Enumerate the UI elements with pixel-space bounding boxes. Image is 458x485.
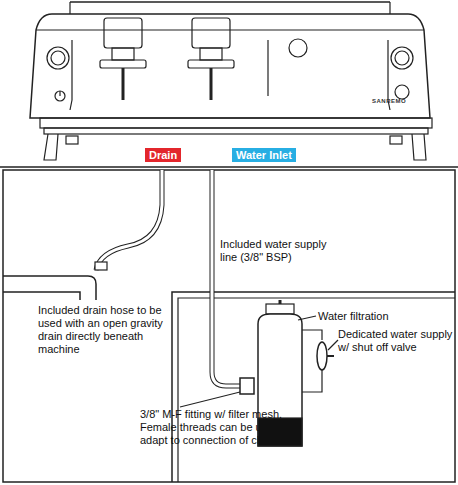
top-rail [69,2,70,14]
pressure-gauge [47,47,69,69]
machine-body [30,14,430,118]
leader-line [180,392,240,407]
filter-head [279,300,282,304]
portafilter [100,60,146,68]
group-head [200,48,222,60]
steam-wand [70,40,72,110]
cabinet-shelf [178,298,455,482]
connection-tag: Water Inlet [232,148,296,162]
machine-base [40,118,432,128]
callout-text: Water filtration [318,310,443,323]
tag-text: Drain [149,149,177,161]
portafilter [188,60,234,68]
foot-bracket [390,136,402,144]
counter-top [0,166,458,168]
callout-text: 3/8" M-F fitting w/ filter mesh. Female … [140,408,300,447]
supply-pipe [302,370,322,392]
drain-pipe [3,276,96,300]
drain-hose [96,170,162,270]
tag-text: Water Inlet [236,149,292,161]
filter-head [266,304,294,314]
valve-handle [327,355,334,357]
filter-fitting [240,378,254,394]
leader-line [328,340,338,350]
callout-text: Included water supply line (3/8" BSP) [220,238,338,264]
top-rail [70,1,390,3]
group-head [192,18,230,48]
cabinet [3,170,455,482]
top-rail [389,2,390,14]
foot-bracket [66,136,78,144]
shut-off-valve [317,342,327,370]
switch [59,91,60,96]
drain-pipe [3,292,80,300]
water-supply-line [212,170,240,386]
control-knob [289,39,307,57]
drain-hose [96,170,162,270]
callout-text: Included drain hose to be used with an o… [38,304,166,356]
switch [55,91,65,101]
pressure-gauge [395,51,409,65]
drip-tray [44,128,428,134]
portafilter-handle [210,68,213,100]
water-supply-line [212,170,240,386]
hose-clamp [95,262,107,270]
machine-leg [44,134,58,160]
pressure-gauge [391,47,413,69]
callout-text: Dedicated water supply w/ shut off valve [338,328,454,354]
control-knob [395,85,409,99]
hot-water-wand [267,40,268,96]
brand-text: SANREMO [372,98,412,105]
group-head [104,18,142,48]
connection-tag: Drain [145,148,181,162]
portafilter-handle [122,68,125,100]
group-head [112,48,134,60]
supply-pipe [302,330,322,340]
machine-leg [412,134,426,160]
pressure-gauge [51,51,65,65]
leader-line [298,316,316,320]
